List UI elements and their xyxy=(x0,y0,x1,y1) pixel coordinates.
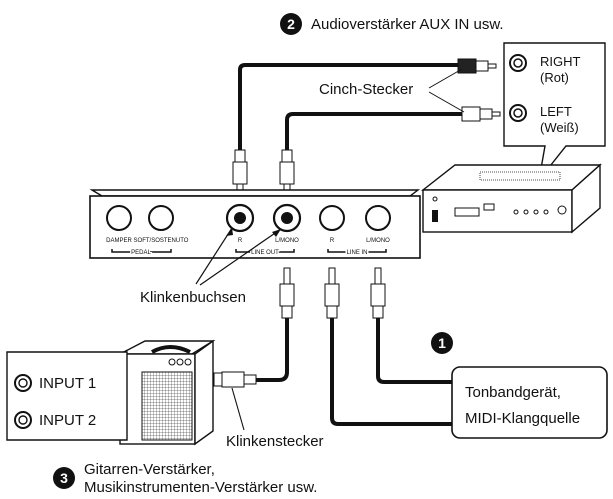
step-1-number: 1 xyxy=(438,335,446,351)
input1-jack-core xyxy=(18,378,28,388)
aux-callout-box xyxy=(503,42,606,181)
step-2-number: 2 xyxy=(287,16,295,32)
line-in-r-jack-icon xyxy=(319,205,345,231)
step-3-badge xyxy=(53,467,75,489)
plug-bottom-in-r xyxy=(324,267,340,319)
step-2-badge xyxy=(280,13,302,35)
midi-label: MIDI-Klangquelle xyxy=(465,410,580,427)
cable-right-out xyxy=(238,63,458,150)
line-out-bracket xyxy=(235,249,295,253)
cable-midi-a xyxy=(330,318,452,426)
aux-right-sub: (Rot) xyxy=(540,70,569,85)
cinch-plug-red xyxy=(457,58,497,74)
klinkenbuchsen-label: Klinkenbuchsen xyxy=(140,289,246,306)
plug-bottom-in-l xyxy=(370,267,386,319)
step-1-badge xyxy=(431,332,453,354)
soft-sostenuto-jack-icon xyxy=(148,205,174,231)
cable-left-out xyxy=(285,112,462,150)
line-out-lmono-label: L/MONO xyxy=(275,238,299,244)
damper-jack-icon xyxy=(106,205,132,231)
line-out-lmono-jack-icon xyxy=(272,203,302,233)
aux-left-sub: (Weiß) xyxy=(540,120,579,135)
pedal-bracket xyxy=(111,249,172,253)
line-in-r-label: R xyxy=(330,238,335,244)
tape-label: Tonbandgerät, xyxy=(465,384,561,401)
step-3-number: 3 xyxy=(60,470,68,486)
input1-label: INPUT 1 xyxy=(39,375,96,392)
line-in-lmono-label: L/MONO xyxy=(366,238,390,244)
input2-jack-core xyxy=(18,415,28,425)
line-in-lmono-jack-icon xyxy=(365,205,391,231)
jack-pointer-b xyxy=(199,228,282,286)
klinkenstecker-label: Klinkenstecker xyxy=(226,433,324,450)
cinch-label: Cinch-Stecker xyxy=(319,81,413,98)
jack-arrow-a xyxy=(226,228,233,236)
aux-right-label: RIGHT xyxy=(540,54,581,69)
cinch-pointer-a xyxy=(428,68,463,89)
pedal-label: PEDAL xyxy=(131,250,151,256)
plug-bottom-out xyxy=(279,267,295,319)
plug-pointer xyxy=(231,387,245,431)
line-in-bracket xyxy=(327,249,387,253)
step-3-line1: Gitarren-Verstärker, xyxy=(84,461,215,478)
tape-midi-box xyxy=(451,366,608,439)
cinch-pointer-b xyxy=(428,91,465,113)
step-2-label: Audioverstärker AUX IN usw. xyxy=(311,16,504,33)
aux-left-label: LEFT xyxy=(540,104,572,119)
soft-label: SOFT/SOSTENUTO xyxy=(134,238,189,244)
aux-left-jack-core xyxy=(513,108,523,118)
jack-pointer-a xyxy=(195,227,233,285)
cinch-plug-white xyxy=(461,106,501,122)
audio-amplifier-device xyxy=(420,163,602,234)
line-out-r-jack-icon xyxy=(225,203,255,233)
step-3-line2: Musikinstrumenten-Verstärker usw. xyxy=(84,479,317,496)
cable-midi-b xyxy=(376,318,452,384)
line-out-label: LINE OUT xyxy=(251,250,279,256)
aux-right-jack-core xyxy=(513,58,523,68)
cable-to-guitar-amp xyxy=(255,318,289,382)
line-in-label: LINE IN xyxy=(346,250,367,256)
instrument-rear-panel xyxy=(89,189,421,259)
line-out-r-label: R xyxy=(238,238,243,244)
amp-input-callout xyxy=(6,351,128,441)
damper-label: DAMPER xyxy=(106,238,132,244)
input2-label: INPUT 2 xyxy=(39,412,96,429)
jack-arrow-b xyxy=(272,229,281,237)
guitar-amplifier-device xyxy=(119,339,216,446)
